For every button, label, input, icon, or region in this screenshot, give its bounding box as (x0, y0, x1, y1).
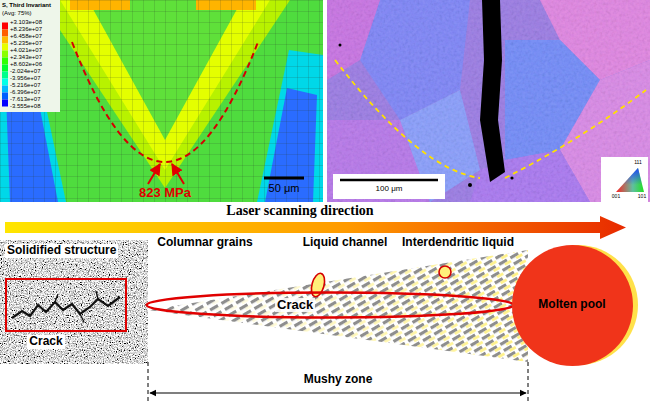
liquid-channel-mark (309, 272, 327, 298)
illustration-shape (0, 0, 323, 202)
illustration-shape (335, 60, 480, 178)
legend-value: +4.021e+07 (10, 47, 42, 54)
legend-value: +2.343e+07 (10, 54, 42, 61)
scale-bar-label: 100 μm (376, 184, 403, 193)
legend-value: +6.458e+07 (10, 33, 42, 40)
crack-box: Crack (5, 278, 127, 351)
region-label: Liquid channel (301, 236, 390, 250)
legend-value: +8.602e+06 (10, 61, 42, 68)
region-label: Columnar grains (155, 236, 254, 250)
illustration-shape (2, 58, 8, 65)
illustration-shape (2, 65, 8, 72)
ipf-corner-label: 001 (612, 194, 620, 200)
legend-value: +8.236e+07 (10, 26, 42, 33)
ipf-corner-label: 101 (638, 194, 646, 200)
illustration-shape (2, 86, 8, 93)
scale-bar-label: 50 μm (269, 182, 300, 195)
illustration-shape (0, 0, 323, 202)
arrow-label: Laser scanning direction (226, 203, 373, 219)
illustration-shape (339, 44, 342, 47)
legend-value: -3.555e+08 (10, 103, 41, 110)
legend-value: -5.216e+07 (10, 82, 41, 89)
illustration-shape (480, 0, 505, 182)
crack-line (12, 297, 120, 318)
ellipse-outline (145, 291, 515, 319)
node-text: Molten pool (538, 298, 605, 312)
illustration-shape (468, 183, 472, 187)
legend-value: +5.235e+07 (10, 40, 42, 47)
illustration-shape (510, 176, 513, 179)
node-text: Crack (275, 298, 315, 313)
legend-value: -7.613e+07 (10, 96, 41, 103)
node-text: Crack (27, 335, 64, 349)
legend-value: +3.103e+08 (10, 19, 42, 26)
illustration-shape (2, 23, 8, 30)
molten-pool: Molten pool (512, 245, 633, 366)
pool-core (512, 245, 633, 366)
solidified-texture (0, 240, 148, 364)
illustration-shape (2, 30, 8, 37)
dimension-line (150, 392, 526, 393)
illustration-shape (2, 93, 8, 100)
illustration-shape (528, 362, 529, 402)
illustration-shape (2, 72, 8, 79)
stress-contour-plot (0, 0, 323, 202)
illustration-shape (333, 174, 445, 199)
illustration-shape (327, 0, 650, 202)
illustration-shape (2, 79, 8, 86)
illustration-shape (340, 179, 438, 182)
illustration-shape (327, 0, 650, 202)
illustration-shape (616, 168, 644, 192)
illustration-shape (616, 168, 644, 192)
illustration-shape (148, 362, 149, 402)
illustration-shape (2, 51, 8, 58)
legend-title: S, Third Invariant (2, 2, 51, 9)
ellipse-outline (147, 293, 514, 318)
illustration-shape (148, 250, 528, 362)
crack-ellipse: Crack (145, 291, 515, 319)
interdendritic-liquid (148, 250, 528, 362)
contour-color-bar (2, 23, 8, 107)
stress-value: 823 MPa (139, 186, 191, 201)
illustration-shape (264, 177, 304, 180)
region-label: Interdendritic liquid (400, 236, 516, 250)
ebsd-map (327, 0, 650, 202)
illustration-shape (2, 44, 8, 51)
illustration-shape (148, 164, 160, 184)
legend-value: -6.396e+07 (10, 89, 41, 96)
dimension-label: Mushy zone (302, 373, 375, 387)
illustration-shape (72, 42, 258, 162)
legend-subtitle: (Avg: 75%) (2, 10, 32, 17)
columnar-grains (148, 250, 528, 362)
region-label: Solidified structure (5, 244, 118, 258)
legend-value: -3.956e+07 (10, 75, 41, 82)
illustration-shape (172, 164, 184, 184)
illustration-shape (2, 37, 8, 44)
illustration-shape (0, 0, 60, 112)
ipf-corner-label: 111 (634, 160, 642, 166)
illustration-shape (2, 100, 8, 107)
crack-frame (5, 278, 127, 332)
illustration-shape (601, 157, 648, 202)
legend-value: -2.024e+07 (10, 68, 41, 75)
illustration-shape (55, 291, 98, 322)
interdendritic-mark (439, 266, 451, 278)
